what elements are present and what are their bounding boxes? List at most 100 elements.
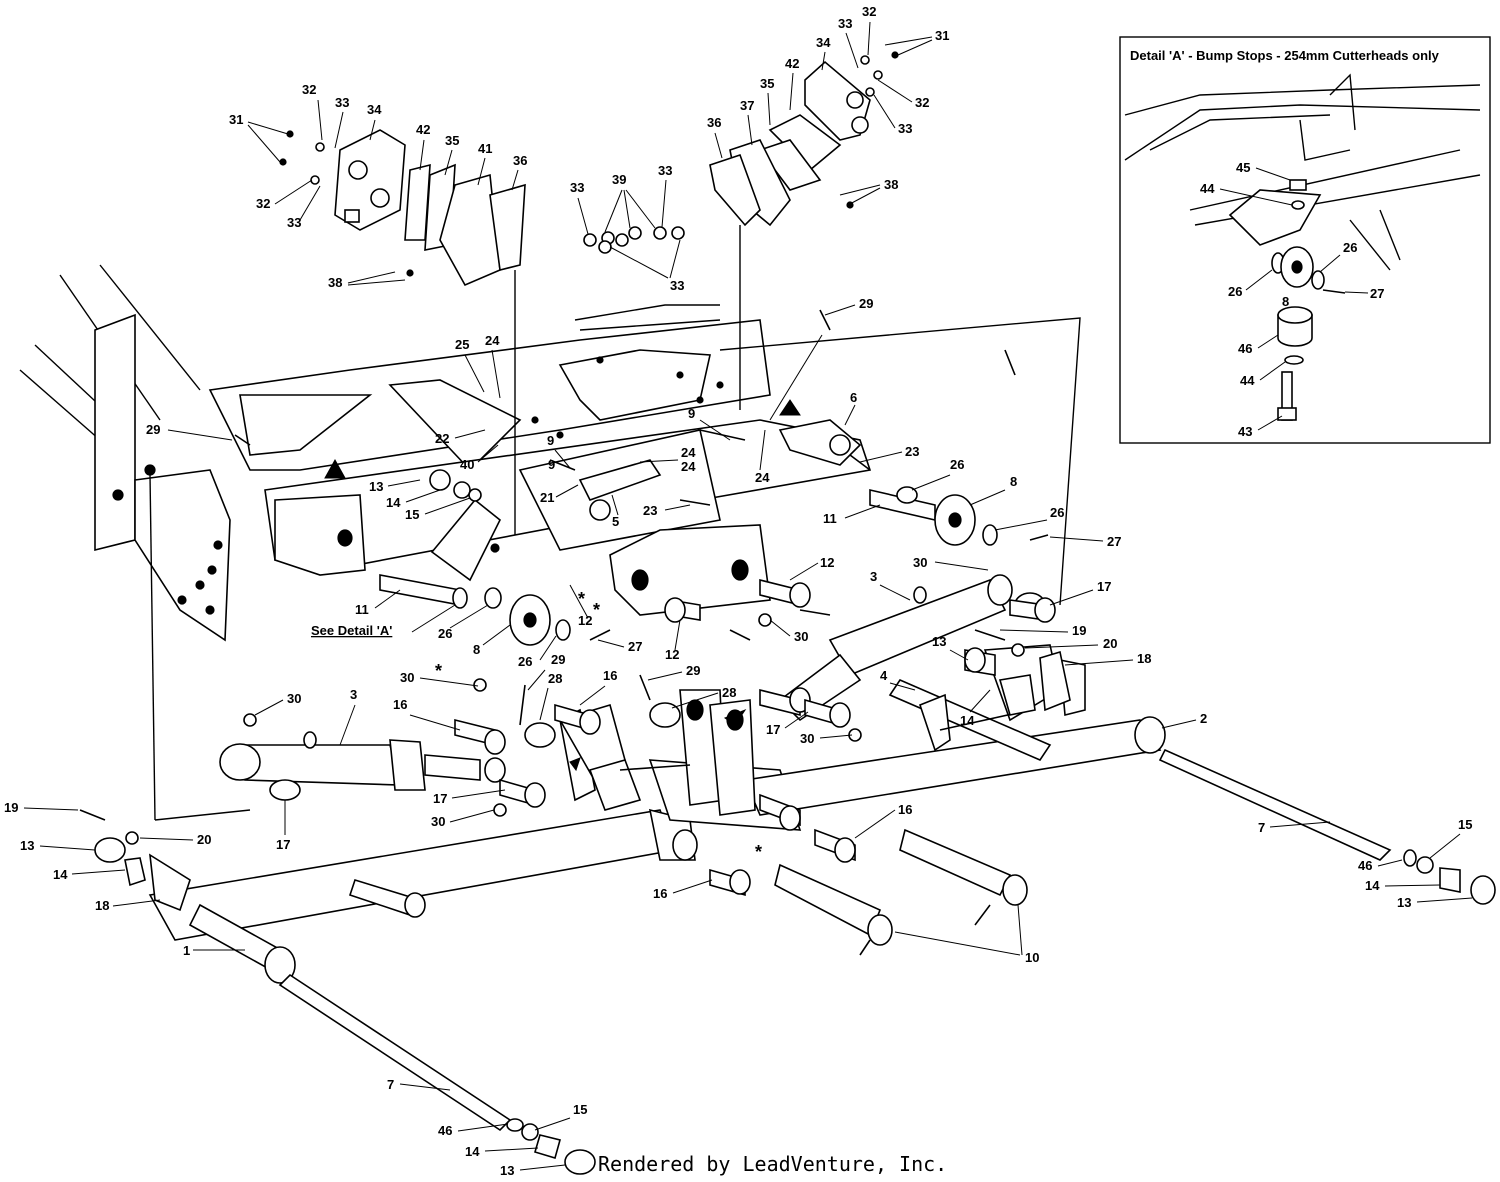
callout-27-detail: 27: [1370, 286, 1384, 301]
callout-9-left-2: 9: [548, 457, 555, 472]
callout-12-mid: 12: [665, 647, 679, 662]
center-nut-group: [583, 226, 685, 254]
callout-15-right: 15: [1458, 817, 1472, 832]
callout-3-right: 3: [870, 569, 877, 584]
callout-34-topleft: 34: [367, 102, 382, 117]
callout-6: 6: [850, 390, 857, 405]
callout-29-left: 29: [146, 422, 160, 437]
callout-star-double-2: *: [593, 600, 600, 620]
see-detail-a-reference: See Detail 'A': [311, 623, 392, 638]
callout-14-left-bottom: 14: [465, 1144, 480, 1159]
callout-28-center: 28: [722, 685, 736, 700]
detail-a-bump-stop-stack: [1271, 179, 1346, 421]
callout-13-left-bottom: 13: [500, 1163, 514, 1178]
main-callouts: 32 33 34 31 42 35 41 36 32 33 38 33 39 3…: [4, 4, 1472, 1178]
callout-star-center: *: [755, 842, 762, 862]
callout-8-detail: 8: [1282, 294, 1289, 309]
callout-27-left: 27: [628, 639, 642, 654]
callout-2: 2: [1200, 711, 1207, 726]
detail-a-title: Detail 'A' - Bump Stops - 254mm Cutterhe…: [1130, 48, 1440, 63]
callout-33-left: 33: [287, 215, 301, 230]
callout-star-left: *: [435, 661, 442, 681]
callout-30-upper-right: 30: [913, 555, 927, 570]
callout-31-topright: 31: [935, 28, 949, 43]
rendered-by-credit: Rendered by LeadVenture, Inc.: [598, 1152, 947, 1176]
callout-42-topleft: 42: [416, 122, 430, 137]
callout-45-detail: 45: [1236, 160, 1250, 175]
callout-19-left: 19: [4, 800, 18, 815]
callout-31-topleft: 31: [229, 112, 243, 127]
tie-rod-left: [79, 809, 596, 1175]
callout-17-right: 17: [1097, 579, 1111, 594]
callout-9-right: 9: [688, 406, 695, 421]
callout-23-right: 23: [905, 444, 919, 459]
callout-20-right: 20: [1103, 636, 1117, 651]
callout-15-upper: 15: [405, 507, 419, 522]
callout-34-topright: 34: [816, 35, 831, 50]
callout-20-left: 20: [197, 832, 211, 847]
callout-32-left: 32: [256, 196, 270, 211]
callout-16-top: 16: [603, 668, 617, 683]
callout-10: 10: [1025, 950, 1039, 965]
callout-26-right-top: 26: [950, 457, 964, 472]
callout-16-right: 16: [898, 802, 912, 817]
callout-4: 4: [880, 668, 888, 683]
callout-30-left: 30: [287, 691, 301, 706]
callout-14-left: 14: [53, 867, 68, 882]
callout-35-topleft: 35: [445, 133, 459, 148]
bushings-and-pins: [243, 578, 1056, 956]
callout-30-center: 30: [800, 731, 814, 746]
callout-17-bottom-left: 17: [276, 837, 290, 852]
callout-16-center-bottom: 16: [653, 886, 667, 901]
swing-arms: [148, 644, 1166, 984]
callout-1: 1: [183, 943, 190, 958]
callout-26-detail-right: 26: [1343, 240, 1357, 255]
callout-5: 5: [612, 514, 619, 529]
callout-25: 25: [455, 337, 469, 352]
callout-30-left-mid: 30: [400, 670, 414, 685]
right-clamp-assembly: [709, 51, 899, 227]
detail-a-callouts: 45 44 26 26 8 27 46 44 43: [1200, 160, 1384, 439]
callout-13-left: 13: [20, 838, 34, 853]
detail-a-frame: [1119, 36, 1491, 444]
callout-22: 22: [435, 431, 449, 446]
callout-19-right: 19: [1072, 623, 1086, 638]
callout-14-upper: 14: [386, 495, 401, 510]
tie-rod-right: [1158, 748, 1496, 905]
pivot-pins-and-bump-stops: [234, 309, 1049, 646]
callout-32-right: 32: [915, 95, 929, 110]
callout-26-mid: 26: [518, 654, 532, 669]
callout-33-center-bottom: 33: [670, 278, 684, 293]
callout-16-left: 16: [393, 697, 407, 712]
callout-35-topright: 35: [760, 76, 774, 91]
callout-13-upper: 13: [369, 479, 383, 494]
pivot-links: [974, 629, 1071, 716]
callout-15-left: 15: [573, 1102, 587, 1117]
callout-36-topright: 36: [707, 115, 721, 130]
callout-40: 40: [460, 457, 474, 472]
callout-11-right: 11: [823, 511, 837, 526]
callout-41: 41: [478, 141, 492, 156]
callout-38-right: 38: [884, 177, 898, 192]
callout-star-double: *: [578, 589, 585, 609]
callout-36-topleft: 36: [513, 153, 527, 168]
callout-33-topleft: 33: [335, 95, 349, 110]
callout-28-left: 28: [548, 671, 562, 686]
callout-24-mid-2: 24: [681, 459, 696, 474]
callout-26-left: 26: [438, 626, 452, 641]
callout-7-left: 7: [387, 1077, 394, 1092]
callout-23-mid: 23: [643, 503, 657, 518]
callout-46-detail: 46: [1238, 341, 1252, 356]
callout-17-center: 17: [766, 722, 780, 737]
callout-8-right: 8: [1010, 474, 1017, 489]
callout-32-topright: 32: [862, 4, 876, 19]
callout-17-left: 17: [433, 791, 447, 806]
callout-33-right: 33: [898, 121, 912, 136]
callout-3-left: 3: [350, 687, 357, 702]
callout-14-right: 14: [960, 713, 975, 728]
callout-29-mid: 29: [551, 652, 565, 667]
cutterhead-frame: [19, 225, 1081, 821]
callout-33-topright: 33: [838, 16, 852, 31]
callout-8-left: 8: [473, 642, 480, 657]
